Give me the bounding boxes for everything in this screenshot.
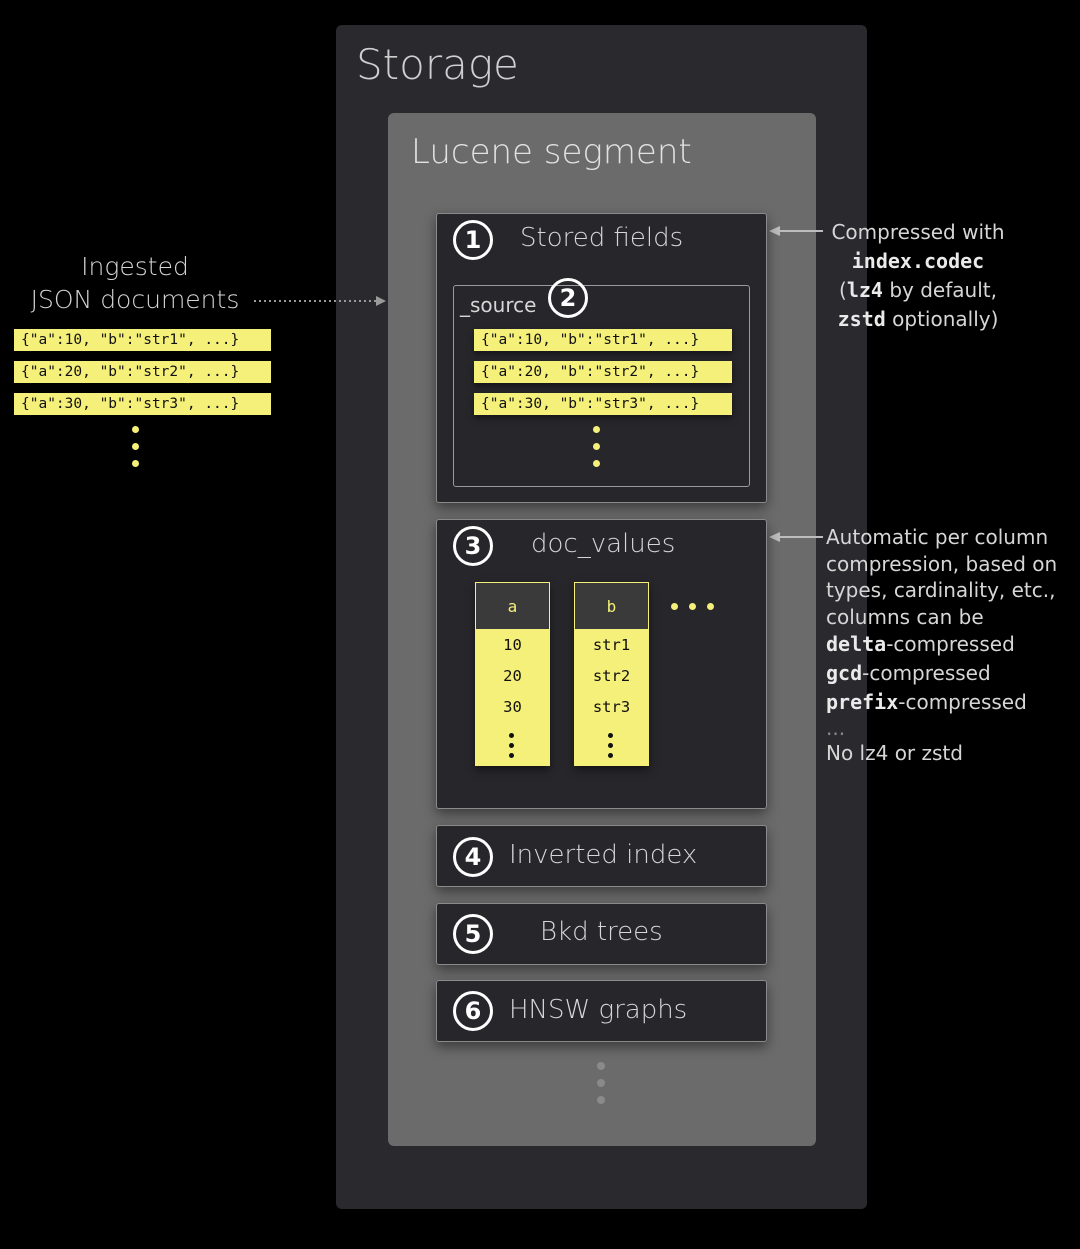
stored-fields-panel — [436, 213, 767, 503]
ellipsis-dot — [132, 443, 139, 450]
note-line: columns can be — [826, 604, 984, 629]
source-doc: {"a":30, "b":"str3", ...} — [474, 393, 732, 415]
lz4-codec: lz4 — [846, 278, 883, 302]
note-line: compression, based on — [826, 551, 1058, 576]
note-line: index.codec — [828, 247, 1008, 276]
doc-values-number-icon: 3 — [453, 526, 493, 566]
gcd-codec: gcd — [826, 661, 863, 685]
ellipsis-dot — [593, 426, 600, 433]
ingest-doc: {"a":10, "b":"str1", ...} — [14, 329, 271, 351]
column-cell: 30 — [503, 698, 522, 716]
ingest-title-line1: Ingested — [81, 252, 189, 281]
column-cell: 10 — [503, 636, 522, 654]
ellipsis-dot — [132, 460, 139, 467]
doc-values-arrow — [769, 532, 823, 542]
ingest-title: Ingested JSON documents — [14, 250, 256, 316]
source-number-icon: 2 — [548, 278, 588, 318]
storage-title: Storage — [356, 40, 519, 89]
column-ellipsis — [608, 733, 613, 758]
stored-fields-title: Stored fields — [520, 223, 684, 253]
prefix-codec: prefix — [826, 690, 899, 714]
note-line: No lz4 or zstd — [826, 741, 963, 765]
note-line: types, cardinality, etc., — [826, 578, 1056, 602]
hnsw-graphs-number-icon: 6 — [453, 991, 493, 1031]
more-columns-dot — [707, 603, 714, 610]
column-cell: str3 — [592, 698, 631, 716]
zstd-codec: zstd — [837, 307, 886, 331]
column-cell: str1 — [592, 636, 631, 654]
note-line: prefix-compressed — [826, 690, 1027, 714]
inverted-index-number-icon: 4 — [453, 837, 493, 877]
lucene-segment-title: Lucene segment — [411, 132, 692, 172]
column-ellipsis — [509, 733, 514, 758]
delta-codec: delta — [826, 632, 887, 656]
bkd-trees-number-icon: 5 — [453, 914, 493, 954]
ingest-doc: {"a":30, "b":"str3", ...} — [14, 393, 271, 415]
note-line: Compressed with — [831, 220, 1005, 244]
note-line: (lz4 by default, — [839, 278, 997, 302]
note-line: zstd optionally) — [837, 307, 999, 331]
note-line: delta-compressed — [826, 632, 1015, 656]
ellipsis-dot — [593, 460, 600, 467]
inverted-index-title: Inverted index — [509, 840, 698, 870]
column-header: b — [574, 582, 649, 630]
more-columns-dot — [689, 603, 696, 610]
stored-fields-arrow — [769, 226, 823, 236]
bkd-trees-title: Bkd trees — [540, 917, 663, 947]
source-box — [453, 285, 750, 487]
doc-values-title: doc_values — [531, 529, 676, 559]
more-columns-dot — [671, 603, 678, 610]
source-label: _source — [460, 293, 541, 317]
ingest-title-line2: JSON documents — [30, 285, 240, 314]
stored-fields-note: Compressed with index.codec (lz4 by defa… — [828, 218, 1008, 334]
doc-values-note: Automatic per column compression, based … — [826, 524, 1076, 767]
source-doc: {"a":10, "b":"str1", ...} — [474, 329, 732, 351]
note-line: Automatic per column — [826, 525, 1049, 549]
more-structures-dot — [597, 1096, 605, 1104]
ellipsis-dot — [593, 443, 600, 450]
more-structures-dot — [597, 1062, 605, 1070]
more-structures-dot — [597, 1079, 605, 1087]
ellipsis-dot — [132, 426, 139, 433]
note-line: gcd-compressed — [826, 661, 991, 685]
stored-fields-number-icon: 1 — [453, 220, 493, 260]
ingest-doc: {"a":20, "b":"str2", ...} — [14, 361, 271, 383]
column-header: a — [475, 582, 550, 630]
ingest-arrow — [254, 296, 386, 306]
hnsw-graphs-title: HNSW graphs — [509, 995, 688, 1025]
codec-setting: index.codec — [851, 249, 985, 273]
source-doc: {"a":20, "b":"str2", ...} — [474, 361, 732, 383]
column-cell: str2 — [592, 667, 631, 685]
note-line: ... — [826, 716, 846, 740]
column-cell: 20 — [503, 667, 522, 685]
